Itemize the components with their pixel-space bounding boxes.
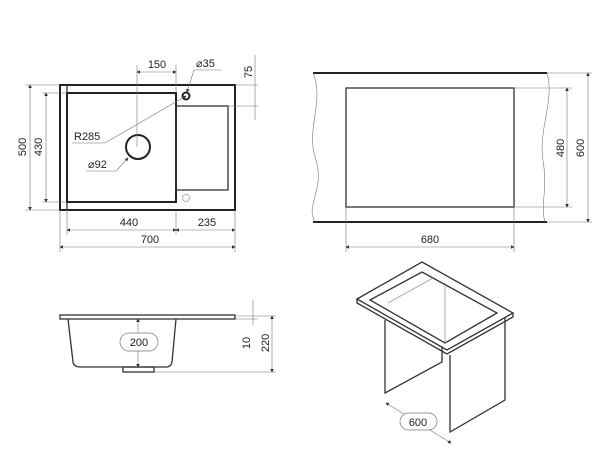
iso-view: 600 <box>355 261 515 444</box>
side-view: 200 10 220 <box>59 300 276 373</box>
tap-hole <box>181 91 191 101</box>
dim-200: 200 <box>130 337 148 349</box>
dim-600: 600 <box>575 139 587 157</box>
iso-left-panel <box>384 320 443 395</box>
top-view: 150 ⌀35 75 500 430 R285 ⌀92 440 235 700 <box>17 55 258 252</box>
dim-480: 480 <box>555 139 567 157</box>
dim-150: 150 <box>148 59 166 71</box>
cutout-rect <box>345 87 515 208</box>
iso-dim-600: 600 <box>409 417 427 429</box>
sink-outline <box>59 84 236 211</box>
dim-700: 700 <box>141 234 159 246</box>
dim-680: 680 <box>421 234 439 246</box>
overflow-hole <box>182 194 190 202</box>
iso-front-panel <box>449 318 506 434</box>
dim-200-pill <box>119 332 159 352</box>
dim-d35: ⌀35 <box>196 58 215 70</box>
dim-600-pill <box>399 412 438 431</box>
drain-profile <box>122 366 155 373</box>
bowl-outline <box>66 92 177 203</box>
dim-430: 430 <box>33 138 45 156</box>
dim-440: 440 <box>120 217 138 229</box>
drainer-outline <box>175 105 229 191</box>
drain-hole <box>125 134 151 160</box>
cutout-view: 480 600 680 <box>311 72 592 252</box>
dim-10: 10 <box>241 337 253 349</box>
dim-500: 500 <box>17 138 29 156</box>
dim-75: 75 <box>243 66 255 78</box>
dim-r285: R285 <box>74 131 100 143</box>
dim-220: 220 <box>260 334 272 352</box>
dim-d92: ⌀92 <box>88 159 107 171</box>
rim-profile <box>59 314 236 320</box>
iso-frame-inner <box>368 271 499 344</box>
dim-235: 235 <box>198 217 216 229</box>
